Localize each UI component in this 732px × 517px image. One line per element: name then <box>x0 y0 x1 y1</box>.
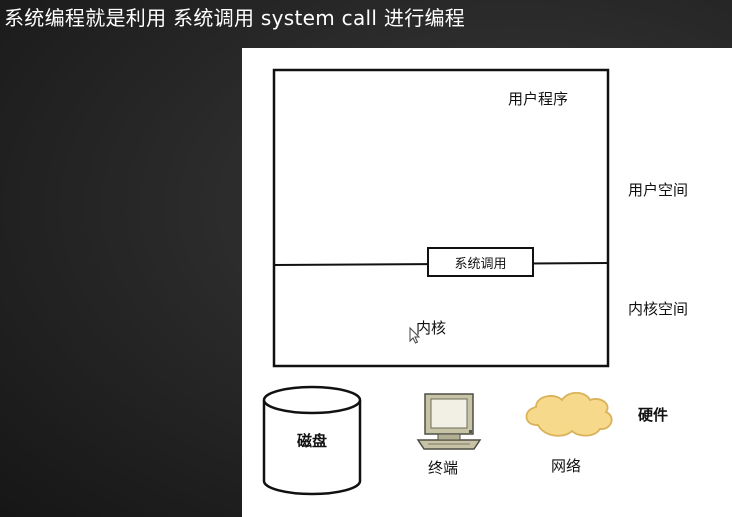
terminal-computer-icon <box>416 393 482 450</box>
diagram-panel: 用户程序 用户空间 内核空间 系统调用 内核 磁盘 终端 网络 硬件 <box>242 48 732 517</box>
system-call-label: 系统调用 <box>454 256 507 272</box>
diagram-canvas <box>262 68 613 496</box>
slide-title: 系统编程就是利用 系统调用 system call 进行编程 <box>4 6 466 30</box>
hardware-label: 硬件 <box>638 406 669 424</box>
system-call-box: 系统调用 <box>427 247 534 277</box>
user-program-label: 用户程序 <box>508 90 569 108</box>
terminal-label: 终端 <box>428 459 459 477</box>
network-cloud-icon <box>525 391 613 437</box>
kernel-label: 内核 <box>416 319 447 337</box>
disk-label: 磁盘 <box>297 432 328 450</box>
disk-cylinder-icon <box>262 385 362 496</box>
mouse-cursor-icon <box>409 326 421 344</box>
system-box <box>272 68 610 368</box>
user-space-label: 用户空间 <box>628 181 689 199</box>
kernel-space-label: 内核空间 <box>628 300 689 318</box>
network-label: 网络 <box>551 457 582 475</box>
